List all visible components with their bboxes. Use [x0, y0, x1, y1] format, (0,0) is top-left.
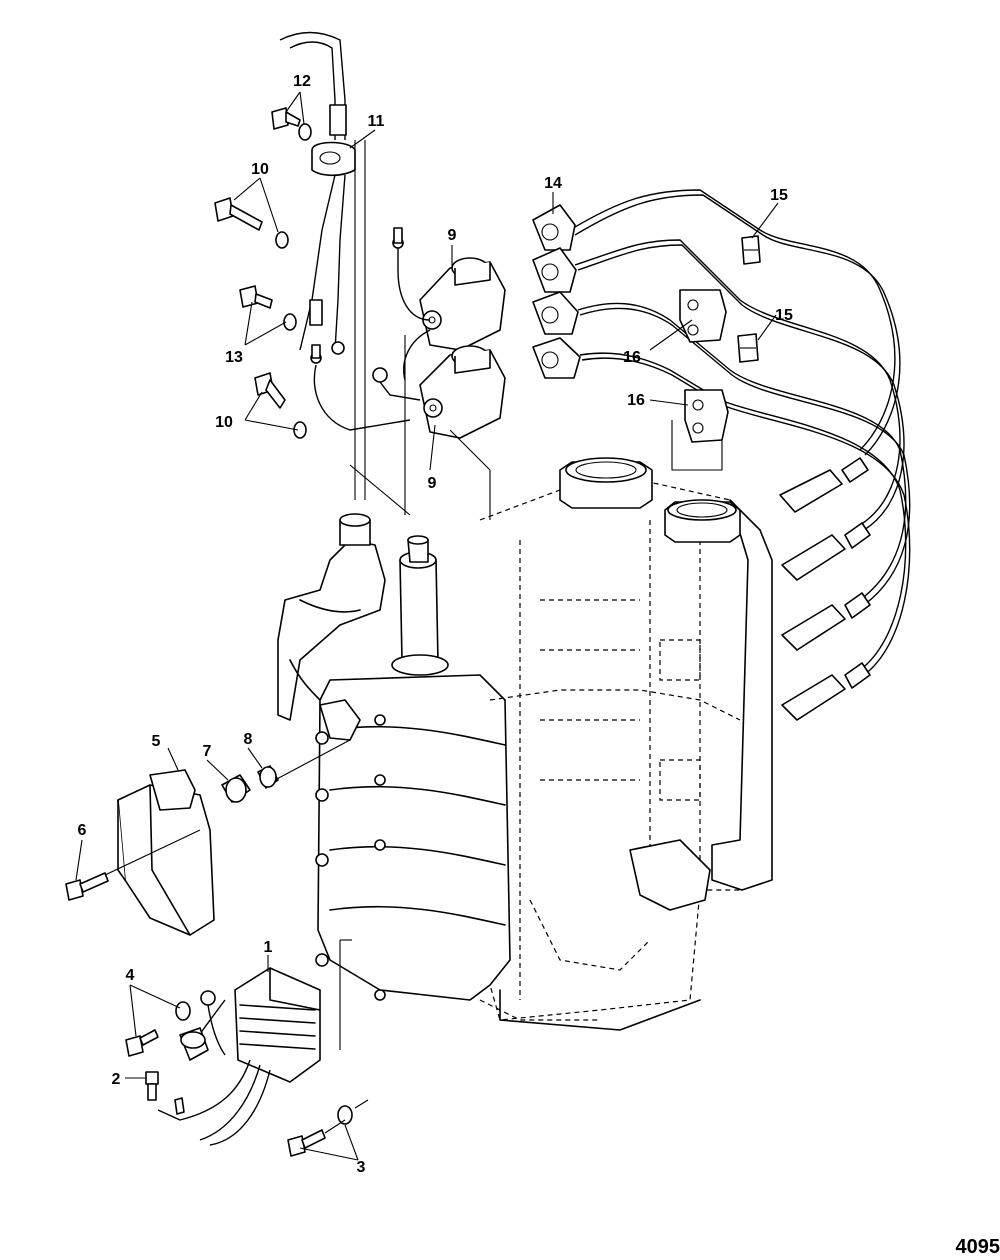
- callout-3: 3: [357, 1159, 366, 1176]
- callout-13: 13: [225, 349, 243, 366]
- retainers-and-brackets: [671, 235, 761, 471]
- callout-15a: 15: [770, 187, 788, 204]
- callout-6: 6: [78, 822, 87, 839]
- callout-11: 11: [368, 113, 385, 130]
- reference-number: 4095: [956, 1236, 1000, 1258]
- callout-14: 14: [544, 175, 562, 192]
- callout-5: 5: [152, 733, 161, 750]
- callout-10b: 10: [215, 414, 233, 431]
- callout-10a: 10: [251, 161, 269, 178]
- callout-16b: 16: [627, 392, 645, 409]
- callout-8: 8: [244, 731, 253, 748]
- callout-2: 2: [112, 1071, 121, 1088]
- callout-16a: 16: [623, 349, 641, 366]
- fasteners-upper: [214, 107, 312, 439]
- engine-block: [277, 457, 773, 1031]
- callout-15b: 15: [775, 307, 793, 324]
- callout-12: 12: [293, 73, 311, 90]
- callout-leaders: [75, 91, 779, 1161]
- switch-box-assembly: [65, 699, 361, 936]
- callout-4: 4: [126, 967, 135, 984]
- harness-and-clamp: [279, 31, 491, 520]
- rectifier-assembly: [125, 939, 369, 1157]
- callout-7: 7: [203, 743, 212, 760]
- ignition-coils: [372, 227, 506, 439]
- callout-9a: 9: [448, 227, 457, 244]
- callout-9b: 9: [428, 475, 437, 492]
- spark-plug-leads: [532, 189, 911, 721]
- callout-1: 1: [264, 939, 273, 956]
- callout-labels: 1 2 3 4 5 6 7 8 9 9 10 10 11 12 13 14 15…: [78, 73, 1000, 1258]
